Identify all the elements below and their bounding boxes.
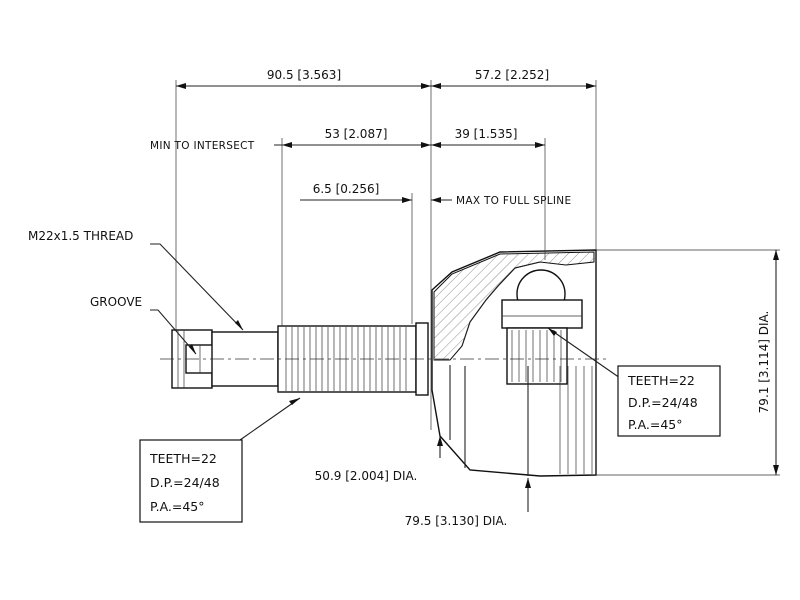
- inner-cavity-edge: [461, 261, 541, 347]
- dim-outer-diameter: 79.1 [3.114] DIA.: [757, 311, 771, 414]
- spec-outer-pa: P.A.=45°: [150, 499, 205, 514]
- dim-max-spline: 39 [1.535]: [455, 127, 518, 141]
- dimension-lines: [150, 80, 780, 512]
- label-min-to-intersect: MIN TO INTERSECT: [150, 140, 255, 152]
- spec-inner-pa: P.A.=45°: [628, 417, 683, 432]
- spline-spec-inner: TEETH=22 D.P.=24/48 P.A.=45°: [617, 365, 721, 437]
- housing-lower-lines: [559, 366, 593, 474]
- dim-overall-right: 57.2 [2.252]: [475, 68, 549, 82]
- inner-race: [506, 327, 568, 385]
- spec-inner-dp: D.P.=24/48: [628, 395, 698, 410]
- dim-min-intersect: 53 [2.087]: [325, 127, 388, 141]
- dim-shoulder-offset: 6.5 [0.256]: [313, 182, 380, 196]
- dim-overall-left: 90.5 [3.563]: [267, 68, 341, 82]
- inner-spline-lines: [511, 330, 562, 382]
- cage: [501, 299, 583, 329]
- spec-outer-teeth: TEETH=22: [149, 451, 217, 466]
- spec-inner-teeth: TEETH=22: [627, 373, 695, 388]
- spline-spec-outer: TEETH=22 D.P.=24/48 P.A.=45°: [139, 439, 243, 523]
- spec-outer-dp: D.P.=24/48: [150, 475, 220, 490]
- label-thread: M22x1.5 THREAD: [28, 229, 133, 243]
- cv-joint-part: [160, 249, 610, 477]
- label-max-to-full-spline: MAX TO FULL SPLINE: [456, 195, 571, 207]
- dim-bell-diameter: 79.5 [3.130] DIA.: [405, 514, 508, 528]
- label-groove: GROOVE: [90, 295, 142, 309]
- dim-seal-diameter: 50.9 [2.004] DIA.: [315, 469, 418, 483]
